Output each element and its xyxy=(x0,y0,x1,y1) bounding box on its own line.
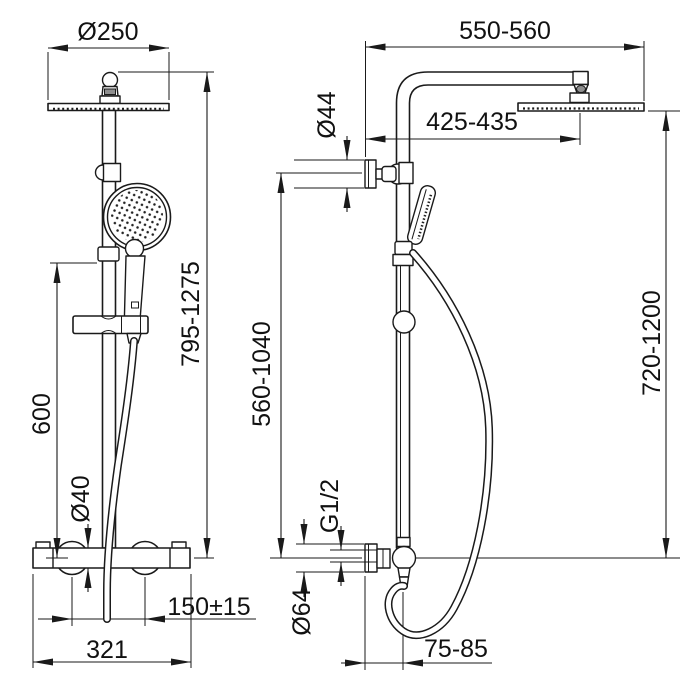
arrowhead xyxy=(52,615,72,623)
dim-label-head-height: 720-1200 xyxy=(638,290,666,396)
arrowhead xyxy=(48,44,68,52)
valve-ball-body xyxy=(391,545,417,571)
dim-label-thread: G1/2 xyxy=(316,479,344,533)
dim-label-bracket-height: 560-1040 xyxy=(248,321,276,427)
dim-label-wall-distance: 75-85 xyxy=(424,635,488,663)
hand-shower-edge-line xyxy=(411,189,427,240)
arrowhead xyxy=(84,568,92,588)
arrowhead xyxy=(662,111,670,131)
slider-saddle-bottom xyxy=(100,330,117,334)
dim-label-head-center: 425-435 xyxy=(426,108,518,136)
arrowhead xyxy=(560,135,580,143)
arrowhead xyxy=(145,615,165,623)
hose-outlet-cone xyxy=(397,567,411,578)
hand-shower-side xyxy=(406,185,437,245)
arrowhead xyxy=(343,140,351,160)
arrowhead xyxy=(365,135,386,143)
arrowhead xyxy=(365,43,386,51)
arrowhead xyxy=(53,263,61,283)
arrowhead xyxy=(203,72,211,92)
arrowhead xyxy=(84,528,92,548)
dimension-layer: Ø250 795-1275 600 Ø40 150±15 xyxy=(28,17,680,670)
arm-end-block xyxy=(572,70,589,86)
valve-wall-escutcheon xyxy=(364,543,378,573)
arrowhead xyxy=(624,43,644,51)
head-swivel-ball xyxy=(576,85,586,93)
dim-label-connection-spacing: 150±15 xyxy=(167,593,250,621)
slider-knob-side xyxy=(392,310,416,334)
hand-shower-face-dots xyxy=(417,194,433,240)
pipe-coupling xyxy=(97,246,120,262)
arrowhead xyxy=(171,658,191,666)
arrowhead xyxy=(662,538,670,558)
dim-label-valve-width: 321 xyxy=(86,636,128,664)
arrowhead xyxy=(403,659,423,667)
ball-joint-nut xyxy=(104,88,116,95)
arrowhead xyxy=(345,659,365,667)
arrowhead xyxy=(277,538,285,558)
dim-label-slide-bar: 600 xyxy=(28,393,56,435)
dim-label-arm-projection: 550-560 xyxy=(459,17,551,45)
head-mount-base xyxy=(99,95,121,105)
head-mount-base-side xyxy=(569,92,590,104)
dim-label-bracket-dia: Ø44 xyxy=(313,91,341,138)
handle-logo-badge xyxy=(131,301,139,309)
arrowhead xyxy=(300,572,308,592)
arrowhead xyxy=(33,658,53,666)
arrowhead xyxy=(149,44,169,52)
wall-bracket-flange xyxy=(364,159,377,189)
shower-hoses xyxy=(103,249,494,640)
riser-pipe-and-arm xyxy=(395,71,589,549)
arrowhead xyxy=(300,524,308,544)
dim-label-escutcheon: Ø64 xyxy=(288,588,316,635)
arrowhead xyxy=(203,538,211,558)
hand-shower-spray-nozzles xyxy=(111,190,163,242)
ball-joint-top xyxy=(101,71,119,89)
hand-shower-mode-button xyxy=(124,238,145,259)
dim-label-overall-height: 795-1275 xyxy=(177,261,205,367)
dim-label-head-diameter: Ø250 xyxy=(77,18,138,46)
hand-shower-body-side xyxy=(406,185,437,245)
valve-top-collar xyxy=(396,536,411,548)
hand-shower-hose-front xyxy=(104,338,137,622)
diverter-fitting xyxy=(102,162,122,183)
dim-label-valve-dia: Ø40 xyxy=(67,475,95,522)
slider-saddle-top xyxy=(100,315,117,320)
bracket-pipe-clamp xyxy=(398,161,414,185)
bracket-arm xyxy=(381,165,397,183)
rain-shower-head-side xyxy=(517,102,645,112)
arrowhead xyxy=(53,538,61,558)
arrowhead xyxy=(277,173,285,193)
slider-bracket xyxy=(72,315,149,335)
arrowhead xyxy=(343,188,351,208)
pipe-coupling-side xyxy=(392,253,414,267)
side-view xyxy=(364,70,645,588)
arrowhead xyxy=(337,530,345,550)
hand-shower-hose-side xyxy=(386,250,492,638)
